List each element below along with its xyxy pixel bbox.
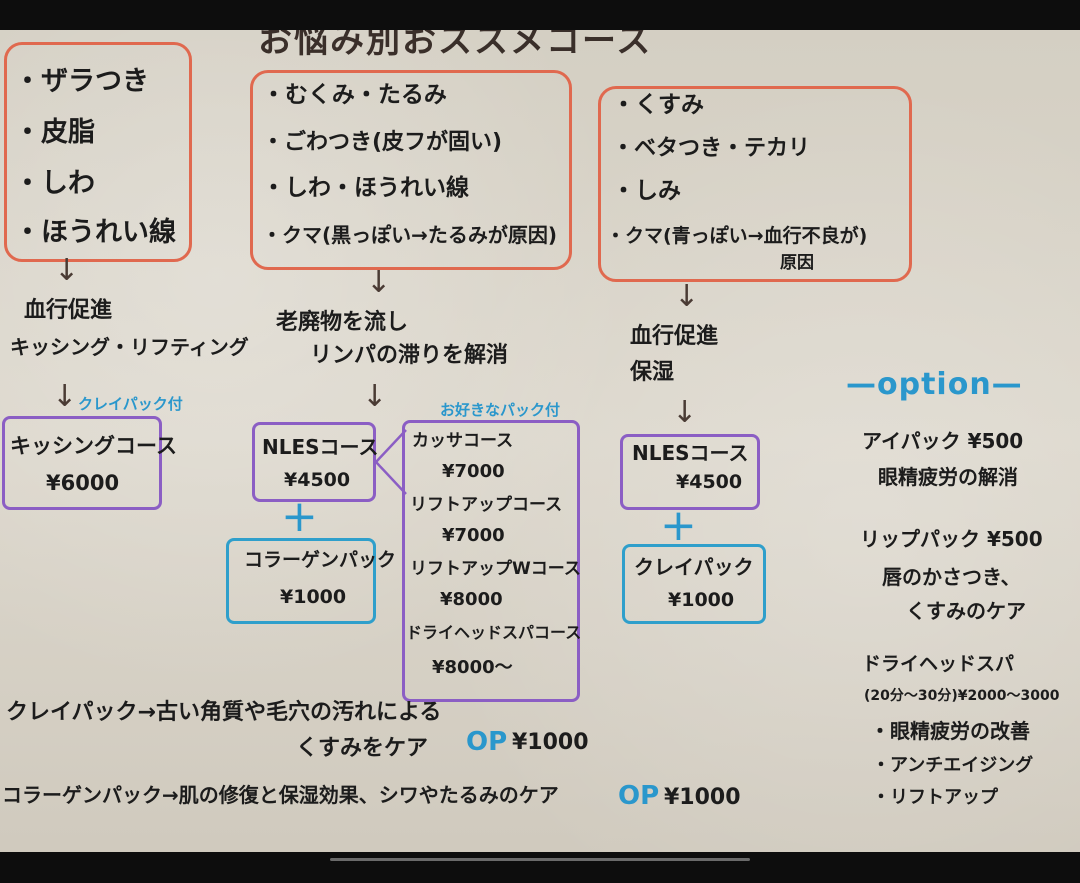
option-2-desc-2: くすみのケア	[906, 599, 1026, 623]
bracket-connector	[374, 429, 407, 495]
course-kissing-name: キッシングコース	[10, 434, 177, 458]
bottom-black-bar	[0, 852, 1080, 883]
choice-course-box	[402, 420, 580, 702]
option-2-desc-1: 唇のかさつき、	[882, 565, 1021, 589]
course-nles-1-name: NLESコース	[262, 435, 379, 459]
course-box-kissing	[2, 416, 162, 510]
note-2-price: ¥1000	[664, 785, 741, 810]
concern-3-1: ・くすみ	[612, 92, 704, 118]
plus-icon: +	[660, 500, 697, 551]
addon-collagen-price: ¥1000	[280, 586, 347, 608]
choice-3-price: ¥8000	[440, 589, 503, 610]
option-1-desc: 眼精疲労の解消	[878, 465, 1018, 489]
course-nles-2-name: NLESコース	[632, 441, 749, 465]
arrow-down-icon: ↓	[674, 279, 700, 314]
addon-collagen-name: コラーゲンパック	[244, 549, 397, 571]
concern-2-3: ・しわ・ほうれい線	[262, 175, 469, 201]
choice-4-price: ¥8000〜	[432, 657, 513, 678]
course-box-nles-2	[620, 434, 760, 510]
concern-box-1	[4, 42, 192, 262]
concern-1-2: ・皮脂	[14, 117, 95, 148]
course-nles-2-price: ¥4500	[676, 471, 743, 493]
option-3-desc-3: ・アンチエイジング	[872, 755, 1034, 776]
option-3-name: ドライヘッドスパ	[862, 653, 1015, 675]
note-1-line-1: クレイパック→古い角質や毛穴の汚れによる	[6, 700, 442, 725]
effect-3-2: 保湿	[630, 360, 675, 385]
page-title: お悩み別おススメコース	[258, 30, 653, 61]
option-header: —option—	[846, 367, 1023, 402]
effect-1-1: 血行促進	[24, 298, 113, 323]
addon-box-clay	[622, 544, 766, 624]
choice-2-name: リフトアップコース	[410, 495, 563, 515]
choice-4-name: ドライヘッドスパコース	[406, 623, 582, 642]
course-nles-1-price: ¥4500	[284, 469, 351, 491]
note-2-op: OP	[618, 781, 660, 811]
option-2-name: リップパック ¥500	[860, 527, 1043, 551]
arrow-down-icon: ↓	[366, 265, 392, 300]
arrow-down-icon: ↓	[362, 379, 388, 414]
concern-box-2	[250, 70, 572, 270]
concern-box-3	[598, 86, 912, 282]
effect-1-2: キッシング・リフティング	[10, 335, 249, 359]
concern-2-4: ・クマ(黒っぽい→たるみが原因)	[262, 223, 558, 247]
concern-1-4: ・ほうれい線	[14, 217, 176, 248]
choice-1-price: ¥7000	[442, 461, 505, 482]
effect-3-1: 血行促進	[630, 324, 719, 349]
home-indicator	[330, 858, 750, 861]
option-1-name: アイパック ¥500	[862, 429, 1024, 453]
arrow-down-icon: ↓	[54, 253, 80, 288]
effect-2-2: リンパの滞りを解消	[310, 343, 509, 368]
plus-icon: +	[281, 491, 318, 542]
addon-clay-name: クレイパック	[634, 555, 754, 579]
addon-box-collagen	[226, 538, 376, 624]
option-3-desc-2: ・眼精疲労の改善	[870, 719, 1030, 743]
note-1-price: ¥1000	[512, 730, 589, 755]
concern-3-4: ・クマ(青っぽい→血行不良が)	[606, 225, 868, 247]
concern-2-2: ・ごわつき(皮フが固い)	[262, 130, 503, 155]
choice-pack-header: お好きなパック付	[440, 401, 561, 419]
course-kissing-price: ¥6000	[46, 471, 120, 495]
concern-3-note: 原因	[780, 253, 814, 273]
clay-pack-badge: クレイパック付	[78, 395, 183, 413]
choice-3-name: リフトアップWコース	[410, 559, 581, 579]
note-1-line-2: くすみをケア	[296, 736, 429, 761]
effect-2-1: 老廃物を流し	[276, 310, 409, 335]
arrow-down-icon: ↓	[672, 395, 698, 430]
concern-3-3: ・しみ	[612, 178, 681, 204]
choice-1-name: カッサコース	[412, 431, 514, 451]
arrow-down-icon: ↓	[52, 379, 78, 414]
top-black-bar	[0, 0, 1080, 30]
concern-1-3: ・しわ	[14, 168, 95, 199]
concern-1-1: ・ザラつき	[14, 66, 149, 97]
handwritten-menu-board: お悩み別おススメコース ・ザラつき ・皮脂 ・しわ ・ほうれい線 ↓ 血行促進 …	[0, 30, 1080, 852]
concern-3-2: ・ベタつき・テカリ	[612, 136, 811, 161]
note-1-op: OP	[466, 727, 508, 757]
option-3-desc-4: ・リフトアップ	[872, 787, 998, 808]
addon-clay-price: ¥1000	[668, 589, 735, 611]
concern-2-1: ・むくみ・たるみ	[262, 82, 447, 108]
choice-2-price: ¥7000	[442, 525, 505, 546]
note-2-line-1: コラーゲンパック→肌の修復と保湿効果、シワやたるみのケア	[2, 783, 559, 807]
option-3-desc-1: (20分〜30分)¥2000〜3000	[864, 688, 1060, 704]
